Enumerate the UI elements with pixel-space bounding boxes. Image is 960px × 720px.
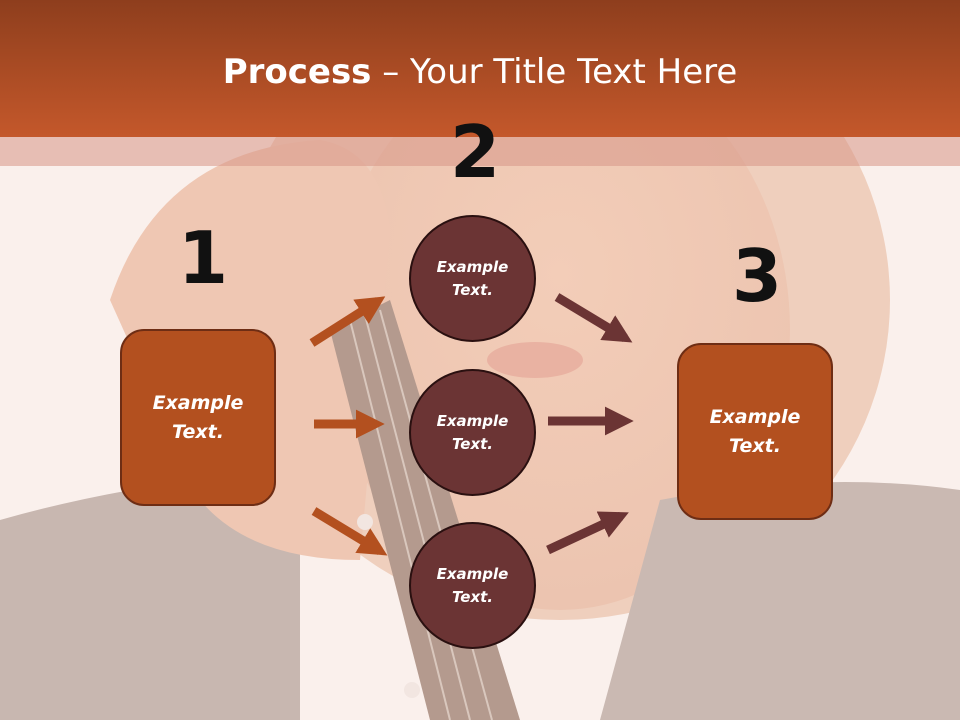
arrow-right-top [554,293,633,343]
step-number-2: 2 [450,110,501,194]
step-number-1: 1 [178,216,229,300]
arrow-left-bottom [311,507,388,556]
title-band [0,137,960,166]
slide-title: Process – Your Title Text Here [0,52,960,92]
title-bold: Process [222,52,372,92]
arrow-left-top [309,296,386,347]
title-rest: – Your Title Text Here [371,52,738,92]
title-bar [0,0,960,137]
arrow-right-bottom [546,511,629,555]
step-number-3: 3 [732,234,783,318]
